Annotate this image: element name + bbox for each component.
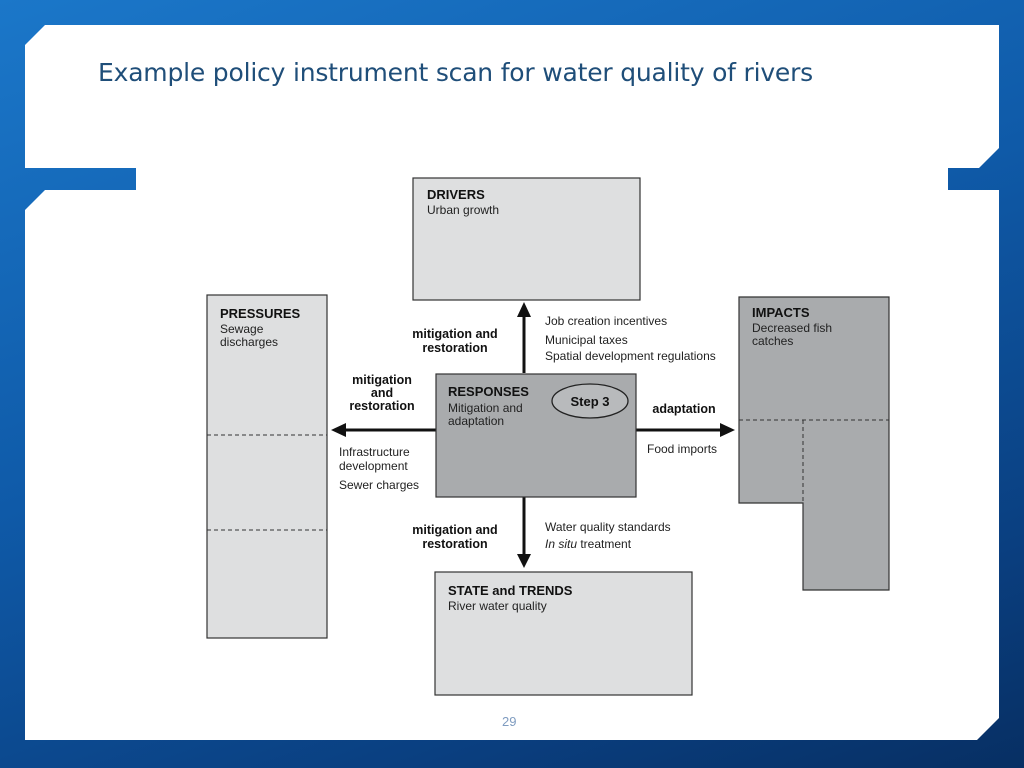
drivers-heading: DRIVERS (427, 187, 485, 202)
responses-box: RESPONSES Mitigation and adaptation Step… (435, 373, 637, 498)
left-arrow-label-2: and (371, 386, 393, 400)
down-instrument-2-italic: In situ (545, 537, 577, 551)
up-arrow-label-2: restoration (422, 341, 487, 355)
up-instrument-3: Spatial development regulations (545, 349, 716, 363)
arrow-left (331, 423, 436, 437)
up-instrument-1: Job creation incentives (545, 314, 667, 328)
arrow-down (517, 497, 531, 568)
impacts-text-2: catches (752, 334, 793, 348)
responses-text-1: Mitigation and (448, 401, 523, 415)
impacts-heading: IMPACTS (752, 305, 810, 320)
up-instrument-2: Municipal taxes (545, 333, 628, 347)
responses-heading: RESPONSES (448, 384, 529, 399)
state-box: STATE and TRENDS River water quality (434, 571, 693, 696)
down-instrument-1: Water quality standards (545, 520, 671, 534)
state-heading: STATE and TRENDS (448, 583, 573, 598)
drivers-box: DRIVERS Urban growth (412, 177, 641, 301)
right-arrow-label: adaptation (652, 402, 715, 416)
impacts-text-1: Decreased fish (752, 321, 832, 335)
left-instrument-3: Sewer charges (339, 478, 419, 492)
left-arrow-label-3: restoration (349, 399, 414, 413)
title-panel (25, 25, 999, 168)
left-instrument-1: Infrastructure (339, 445, 410, 459)
left-arrow-label-1: mitigation (352, 373, 412, 387)
arrow-right (636, 423, 735, 437)
step-label: Step 3 (570, 394, 609, 409)
pressures-heading: PRESSURES (220, 306, 301, 321)
left-instrument-2: development (339, 459, 408, 473)
down-instrument-2: In situ treatment (545, 537, 632, 551)
arrow-up (517, 302, 531, 373)
down-arrow-label-2: restoration (422, 537, 487, 551)
page-number: 29 (502, 714, 517, 729)
right-instrument-1: Food imports (647, 442, 717, 456)
impacts-box: IMPACTS Decreased fish catches (738, 296, 890, 591)
slide-title: Example policy instrument scan for water… (98, 58, 814, 87)
drivers-text: Urban growth (427, 203, 499, 217)
down-arrow-label-1: mitigation and (412, 523, 497, 537)
step-ellipse (551, 383, 629, 419)
responses-text-2: adaptation (448, 414, 504, 428)
down-instrument-2-rest: treatment (577, 537, 632, 551)
up-arrow-label-1: mitigation and (412, 327, 497, 341)
state-text: River water quality (448, 599, 547, 613)
pressures-box: PRESSURES Sewage discharges (206, 294, 328, 639)
pressures-text-2: discharges (220, 335, 278, 349)
pressures-text-1: Sewage (220, 322, 264, 336)
